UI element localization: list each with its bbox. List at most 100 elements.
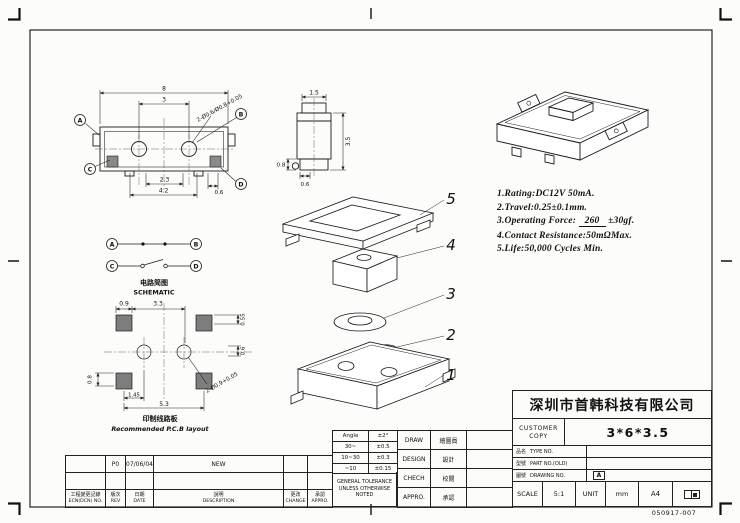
cell bbox=[307, 455, 333, 473]
dim-label: 0.55 bbox=[241, 313, 247, 326]
centerlines bbox=[95, 118, 233, 190]
unit-label: UNIT bbox=[576, 482, 606, 506]
pcb-pad bbox=[195, 372, 213, 390]
scale-label: SCALE bbox=[513, 482, 543, 506]
schematic-view: A B C D 电路简图 SCHEMATIC bbox=[106, 238, 202, 297]
part-number: 1 bbox=[446, 366, 456, 384]
terminal-label: C bbox=[88, 166, 93, 173]
document-number: 050917-007 bbox=[651, 509, 697, 517]
part-size-value: 3*6*3.5 bbox=[606, 424, 670, 440]
schematic-label: B bbox=[194, 241, 199, 248]
type-no-row: 品名 TYPE NO. bbox=[513, 446, 711, 458]
tolerance-value: ±0.3 bbox=[368, 452, 398, 464]
dim-label: 0.8 bbox=[88, 375, 94, 384]
cell bbox=[65, 472, 106, 490]
isometric-view bbox=[495, 91, 650, 165]
dim-label: 3 bbox=[162, 97, 166, 104]
dim-label: 1.5 bbox=[309, 90, 319, 97]
tolerance-table: Angle±2° 30~±0.5 10~30±0.3 ~10±0.15 bbox=[332, 430, 398, 474]
hole-note: 2-Ø0.6/Ø0.8+0.05 bbox=[196, 93, 245, 124]
drawing-frame bbox=[29, 29, 713, 508]
dim-label: 0.8 bbox=[277, 163, 286, 169]
drawing-no-row: 圖號 DRAWING NO. A bbox=[513, 470, 711, 482]
spec-line: 1.Rating:DC12V 50mA. bbox=[497, 189, 595, 199]
spec-line: 4.Contact Resistance:50mΩMax. bbox=[497, 230, 633, 241]
dim-label: 3.3 bbox=[153, 301, 163, 308]
part-number: 3 bbox=[446, 285, 456, 303]
schematic-title-cn: 电路简图 bbox=[140, 278, 168, 287]
side-view: 1.5 3.5 0.8 0.6 bbox=[277, 90, 352, 189]
company-name: 深圳市首韩科技有限公司 bbox=[513, 391, 711, 419]
dim-label: 8 bbox=[162, 86, 166, 93]
dim-label: 0.6 bbox=[215, 190, 224, 196]
terminal-callout-circles bbox=[74, 108, 247, 190]
scale-row: SCALE 5:1 UNIT mm A4 bbox=[513, 482, 711, 506]
schematic-label: D bbox=[193, 263, 198, 270]
signature-cell bbox=[466, 449, 513, 469]
schematic-label: A bbox=[110, 241, 115, 248]
dim-label: 0.6 bbox=[241, 346, 247, 355]
cell bbox=[125, 472, 154, 490]
dimension-lines bbox=[85, 90, 237, 198]
front-view: 8 3 2.3 4.2 0.6 2-Ø0.6/Ø0.8+0.05 A B C D bbox=[74, 86, 247, 198]
signoff-role-cn: 校閲 bbox=[430, 468, 467, 488]
part-cover bbox=[281, 196, 435, 250]
terminal-label: B bbox=[239, 111, 244, 118]
part-no-value bbox=[586, 458, 711, 469]
pcb-pad bbox=[195, 314, 213, 332]
drawing-no-value: A bbox=[586, 470, 711, 481]
frame-corner-marks bbox=[8, 8, 732, 515]
dim-label: 1.45 bbox=[128, 393, 140, 399]
cell bbox=[283, 472, 308, 490]
signoff-role-en: CHECH bbox=[397, 468, 431, 488]
schematic-title-en: SCHEMATIC bbox=[133, 289, 175, 297]
frame-edge-ticks bbox=[8, 8, 732, 515]
logo-cell bbox=[673, 482, 711, 506]
signature-cell bbox=[466, 487, 513, 508]
spec-line: 3.Operating Force: 260 ±30gf. bbox=[497, 216, 635, 228]
spec-notes: 1.Rating:DC12V 50mA. 2.Travel:0.25±0.1mm… bbox=[497, 189, 667, 258]
signoff-role-en: APPRO. bbox=[397, 487, 431, 508]
pcb-title-cn: 印制线路板 bbox=[143, 414, 179, 423]
dim-label: 0.9 bbox=[119, 301, 129, 308]
rev-entry-rev: P0 bbox=[105, 455, 126, 473]
cell bbox=[65, 455, 106, 473]
logo-icon bbox=[684, 489, 700, 499]
dim-label: 2.3 bbox=[160, 177, 170, 184]
cell bbox=[283, 455, 308, 473]
signoff-role-cn: 承認 bbox=[430, 487, 467, 508]
cell bbox=[153, 472, 284, 490]
dim-label: 4.2 bbox=[159, 188, 169, 195]
part-base bbox=[290, 341, 456, 410]
force-value: 260 bbox=[578, 216, 606, 228]
scale-value: 5:1 bbox=[543, 482, 576, 506]
tolerance-range: Angle bbox=[332, 430, 369, 442]
signature-cell bbox=[466, 468, 513, 488]
type-no-value bbox=[586, 446, 711, 457]
terminal-label: D bbox=[238, 181, 243, 188]
pcb-pad bbox=[115, 372, 133, 390]
cell bbox=[307, 472, 333, 490]
spec-line: 5.Life:50,000 Cycles Min. bbox=[497, 244, 604, 255]
part-leaders bbox=[383, 199, 445, 388]
signoff-role-en: DESIGN bbox=[397, 449, 431, 469]
iso-terminal bbox=[511, 146, 555, 165]
iso-tab bbox=[604, 121, 628, 141]
part-number: 5 bbox=[446, 190, 456, 208]
dim-label: 5.3 bbox=[159, 401, 169, 408]
spec-line: 2.Travel:0.25±0.1mm. bbox=[497, 202, 588, 213]
part-number: 2 bbox=[446, 326, 456, 344]
title-row-part: CUSTOMER COPY 3*6*3.5 bbox=[513, 419, 711, 446]
pcb-title-en: Recommended P.C.B layout bbox=[111, 425, 209, 433]
part-number: 4 bbox=[446, 236, 456, 254]
terminal-label: A bbox=[78, 117, 83, 124]
